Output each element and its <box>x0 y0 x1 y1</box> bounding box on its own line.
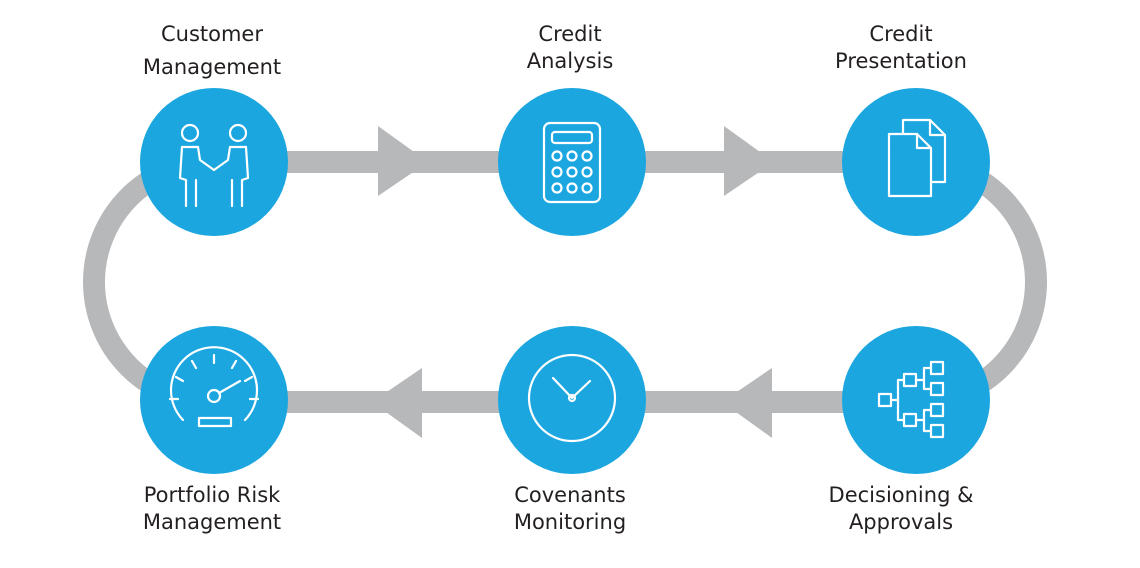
step-label-line-1: Credit <box>869 22 932 46</box>
step-credit-presentation: Credit Presentation <box>835 22 990 236</box>
step-circle <box>140 326 288 474</box>
step-customer-management: Customer Management <box>140 22 288 236</box>
arrow-top-2 <box>724 126 774 196</box>
arrow-bottom-2 <box>372 368 422 438</box>
documents-icon <box>887 118 947 198</box>
arrow-bottom-1 <box>722 368 772 438</box>
calculator-icon <box>542 121 602 204</box>
step-portfolio-risk-management: Portfolio Risk Management <box>140 326 288 534</box>
handshake-icon <box>178 123 250 208</box>
step-label-line-1: Portfolio Risk <box>144 483 281 507</box>
step-covenants-monitoring: Covenants Monitoring <box>498 326 646 534</box>
step-label-line-2: Management <box>143 55 281 79</box>
step-label-line-2: Analysis <box>527 49 614 73</box>
org-chart-icon <box>877 360 945 439</box>
step-decisioning-approvals: Decisioning & Approvals <box>829 326 990 534</box>
gauge-icon <box>168 346 260 428</box>
step-label-line-1: Decisioning & <box>829 483 974 507</box>
step-label-line-2: Management <box>143 510 281 534</box>
step-label-line-2: Approvals <box>849 510 953 534</box>
clock-icon <box>527 353 617 443</box>
arrow-top-1 <box>378 126 428 196</box>
step-circle <box>498 88 646 236</box>
step-label-line-2: Monitoring <box>514 510 626 534</box>
step-label-line-2: Presentation <box>835 49 967 73</box>
step-label-line-1: Credit <box>538 22 601 46</box>
step-circle <box>140 88 288 236</box>
step-circle <box>842 326 990 474</box>
step-credit-analysis: Credit Analysis <box>498 22 646 236</box>
step-label-line-1: Covenants <box>514 483 626 507</box>
step-label-line-1: Customer <box>161 22 263 46</box>
